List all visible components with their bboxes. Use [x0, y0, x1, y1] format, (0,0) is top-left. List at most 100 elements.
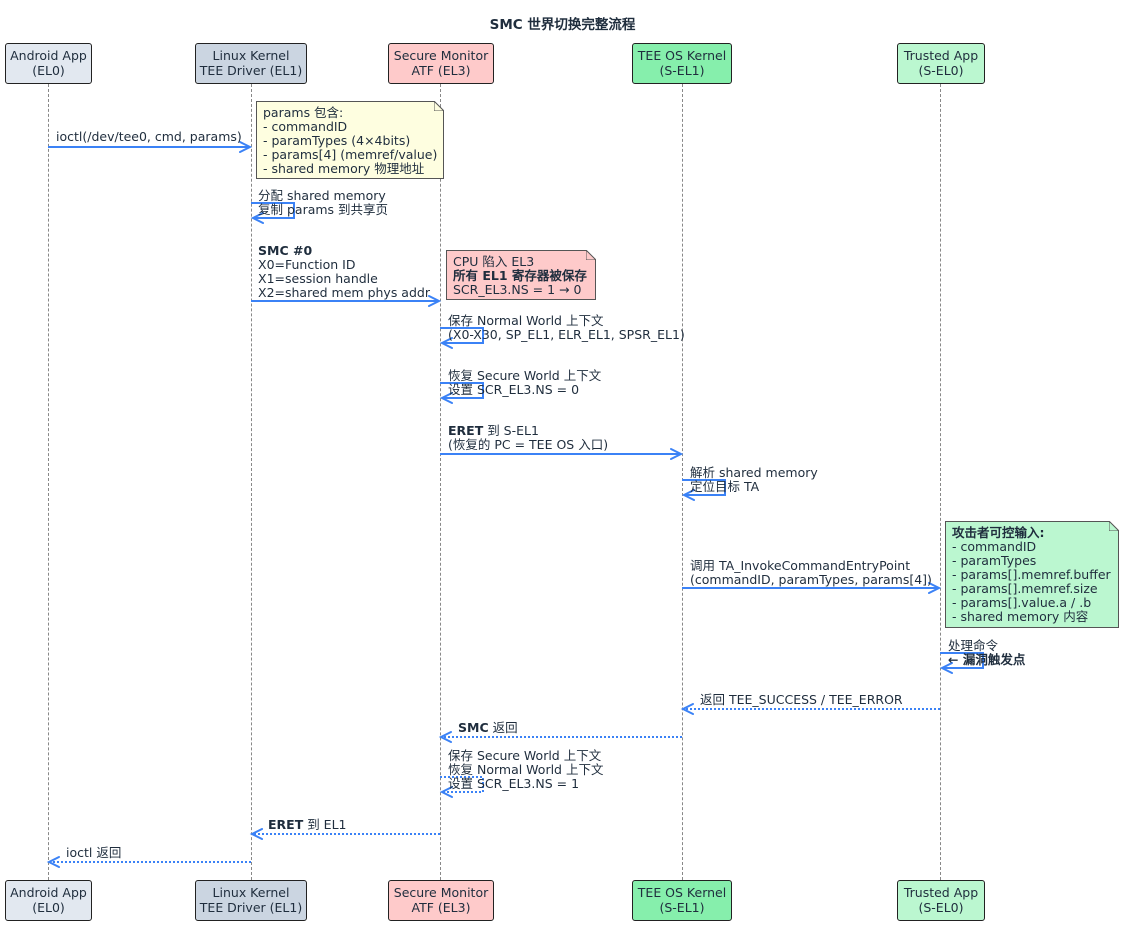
label-segment: 恢复 Normal World 上下文 — [448, 762, 604, 777]
label-line: - shared memory 内容 — [952, 610, 1112, 624]
arrowhead-m11 — [438, 731, 452, 743]
participant-label-line: (S-EL1) — [659, 63, 705, 78]
lifeline-atf — [440, 84, 441, 880]
arrowhead-m1 — [239, 141, 253, 153]
label-line: 定位目标 TA — [690, 480, 818, 494]
label-segment: - params[4] (memref/value) — [263, 147, 438, 162]
label-segment: - shared memory 内容 — [952, 609, 1089, 624]
label-line: SMC 返回 — [458, 721, 518, 735]
label-line: SCR_EL3.NS = 1 → 0 — [453, 283, 589, 297]
note-fold-corner — [434, 101, 444, 111]
arrowhead-m8 — [928, 582, 942, 594]
label-segment: 到 EL1 — [303, 817, 347, 832]
label-line: 解析 shared memory — [690, 466, 818, 480]
label-line: SMC #0 — [258, 244, 430, 258]
label-line: ERET 到 EL1 — [268, 818, 347, 832]
label-segment: SMC #0 — [258, 243, 313, 258]
label-line: X0=Function ID — [258, 258, 430, 272]
participant-label-line: Android App — [10, 48, 87, 63]
label-segment: 攻击者可控输入: — [952, 525, 1045, 540]
label-segment: 所有 EL1 寄存器被保存 — [453, 268, 587, 283]
label-segment: 返回 — [488, 720, 518, 735]
participant-label-line: TEE OS Kernel — [637, 885, 727, 900]
label-segment: X1=session handle — [258, 271, 378, 286]
message-label-m1: ioctl(/dev/tee0, cmd, params) — [56, 130, 242, 144]
label-line: CPU 陷入 EL3 — [453, 255, 589, 269]
label-segment: - paramTypes (4×4bits) — [263, 133, 411, 148]
message-label-m6: ERET 到 S-EL1(恢复的 PC = TEE OS 入口) — [448, 424, 608, 452]
participant-teeos-top: TEE OS Kernel(S-EL1) — [632, 43, 732, 84]
participant-label-line: Secure Monitor — [393, 885, 489, 900]
message-label-m12: 保存 Secure World 上下文恢复 Normal World 上下文设置… — [448, 749, 603, 791]
message-label-m11: SMC 返回 — [458, 721, 518, 735]
label-line: 处理命令 — [948, 639, 1025, 653]
participant-label-line: ATF (EL3) — [411, 900, 471, 915]
label-line: 设置 SCR_EL3.NS = 0 — [448, 383, 601, 397]
label-segment: - shared memory 物理地址 — [263, 161, 425, 176]
participant-label-line: Linux Kernel — [212, 48, 290, 63]
arrowhead-m3 — [428, 295, 442, 307]
label-segment: X0=Function ID — [258, 257, 356, 272]
participant-ta-top: Trusted App(S-EL0) — [897, 43, 985, 84]
participant-label-line: (S-EL0) — [918, 900, 964, 915]
diagram-title: SMC 世界切换完整流程 — [489, 17, 636, 33]
label-segment: 解析 shared memory — [690, 465, 818, 480]
participant-android-top: Android App(EL0) — [5, 43, 92, 84]
label-segment: (恢复的 PC = TEE OS 入口) — [448, 437, 609, 452]
participant-label-line: (EL0) — [32, 900, 65, 915]
label-line: - shared memory 物理地址 — [263, 162, 437, 176]
message-label-m4: 保存 Normal World 上下文(X0-X30, SP_EL1, ELR_… — [448, 314, 685, 342]
label-segment: ERET — [268, 817, 304, 832]
label-segment: 设置 SCR_EL3.NS = 1 — [448, 776, 580, 791]
label-segment: ioctl 返回 — [66, 845, 122, 860]
participant-label-line: TEE Driver (EL1) — [199, 63, 303, 78]
arrowhead-m10 — [680, 703, 694, 715]
label-line: X2=shared mem phys addr — [258, 286, 430, 300]
participant-label-line: Secure Monitor — [393, 48, 489, 63]
label-segment: 返回 TEE_SUCCESS / TEE_ERROR — [700, 692, 903, 707]
label-line: (恢复的 PC = TEE OS 入口) — [448, 438, 608, 452]
participant-label-line: Trusted App — [903, 885, 979, 900]
label-line: params 包含: — [263, 106, 437, 120]
note-params: params 包含:- commandID- paramTypes (4×4bi… — [256, 101, 444, 179]
self-arrow-m9 — [940, 652, 984, 669]
message-label-m14: ioctl 返回 — [66, 846, 121, 860]
label-line: 复制 params 到共享页 — [258, 203, 388, 217]
lifeline-android — [48, 84, 49, 880]
label-line: 返回 TEE_SUCCESS / TEE_ERROR — [700, 693, 903, 707]
label-line: 攻击者可控输入: — [952, 526, 1112, 540]
participant-label-line: TEE Driver (EL1) — [199, 900, 303, 915]
label-segment: - params[].memref.buffer — [952, 567, 1111, 582]
label-segment: 恢复 Secure World 上下文 — [448, 368, 602, 383]
label-segment: 保存 Secure World 上下文 — [448, 748, 602, 763]
arrowhead-m7 — [681, 489, 695, 501]
label-segment: - params[].value.a / .b — [952, 595, 1092, 610]
label-line: X1=session handle — [258, 272, 430, 286]
self-arrow-m5 — [440, 382, 484, 399]
participant-label-line: Trusted App — [903, 48, 979, 63]
message-label-m13: ERET 到 EL1 — [268, 818, 347, 832]
label-segment: 设置 SCR_EL3.NS = 0 — [448, 382, 580, 397]
label-line: - paramTypes — [952, 554, 1112, 568]
participant-label-line: Android App — [10, 885, 87, 900]
participant-label-line: Linux Kernel — [212, 885, 290, 900]
label-line: - paramTypes (4×4bits) — [263, 134, 437, 148]
label-line: (X0-X30, SP_EL1, ELR_EL1, SPSR_EL1) — [448, 328, 685, 342]
label-segment: ERET — [448, 423, 484, 438]
message-label-m5: 恢复 Secure World 上下文设置 SCR_EL3.NS = 0 — [448, 369, 601, 397]
label-line: - params[].memref.size — [952, 582, 1112, 596]
label-segment: 定位目标 TA — [690, 479, 760, 494]
message-label-m8: 调用 TA_InvokeCommandEntryPoint(commandID,… — [690, 559, 932, 587]
label-line: ioctl 返回 — [66, 846, 121, 860]
label-line: - params[].value.a / .b — [952, 596, 1112, 610]
label-segment: - commandID — [952, 539, 1037, 554]
arrowhead-m12 — [439, 786, 453, 798]
label-line: 恢复 Secure World 上下文 — [448, 369, 601, 383]
self-arrow-m4 — [440, 327, 484, 344]
lifeline-ta — [940, 84, 941, 880]
label-segment: (X0-X30, SP_EL1, ELR_EL1, SPSR_EL1) — [448, 327, 685, 342]
